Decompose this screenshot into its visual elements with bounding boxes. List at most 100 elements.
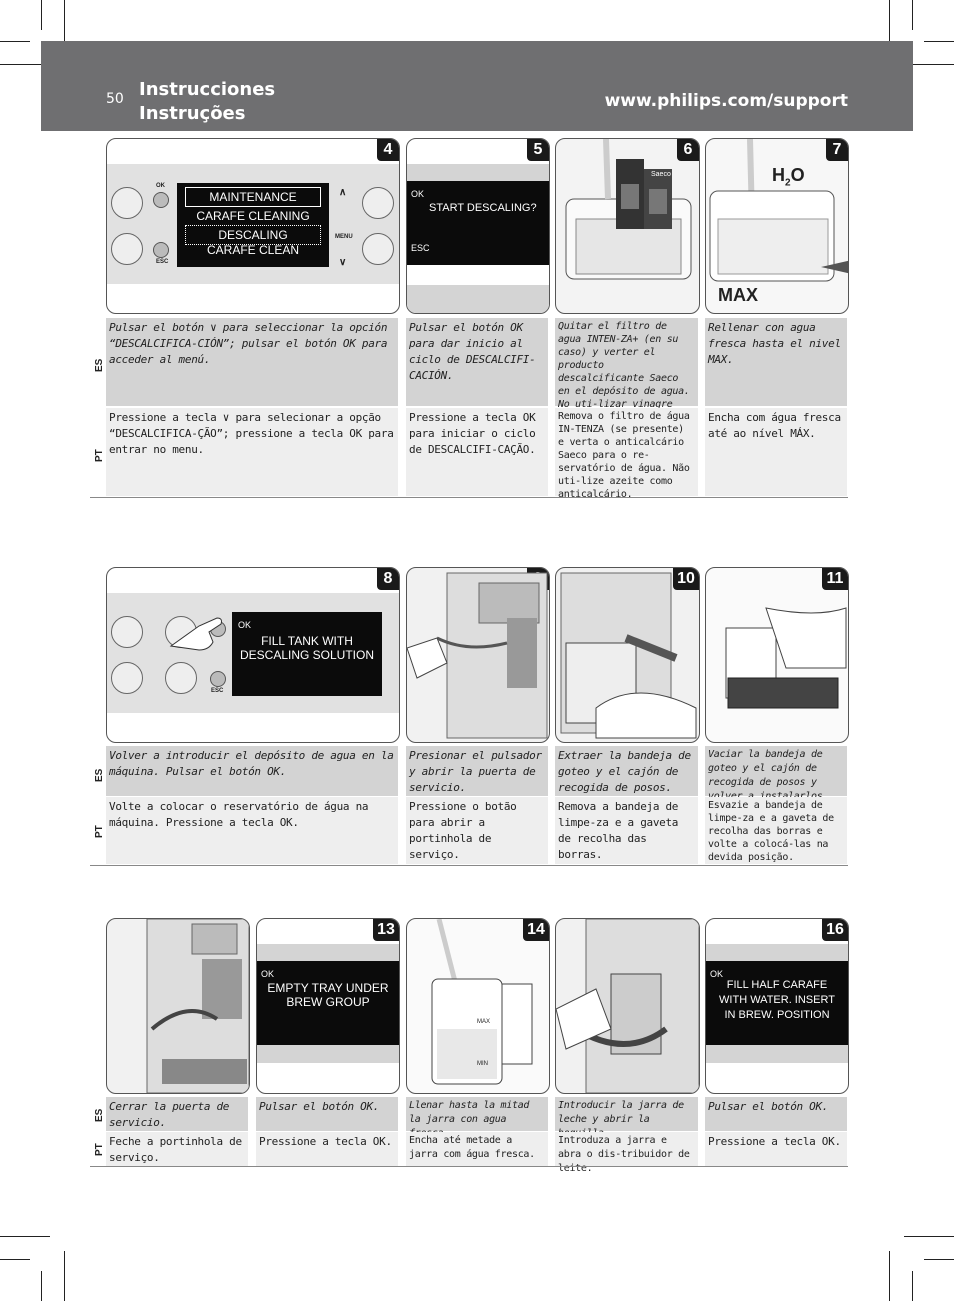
band [706,1045,848,1063]
lang-pt-label: PT [94,449,105,462]
esc-indicator: ESC [411,243,430,253]
panel-6: 6 Saeco [555,138,700,314]
water-tank-illustration [565,139,692,280]
lang-es-label: ES [94,768,105,782]
support-url[interactable]: www.philips.com/support [604,91,848,111]
panel-10: 10 [555,567,700,743]
title-pt: Instruções [139,103,246,124]
display-screen: MAINTENANCE CARAFE CLEANING DESCALING CA… [177,183,329,267]
screen-line-1: FILL TANK WITH [261,634,353,648]
crop-mark [904,1236,954,1237]
screen-message: START DESCALING? [429,202,537,214]
tank-fill-illustration [709,139,848,282]
crop-mark [889,1251,890,1301]
espresso-button[interactable] [111,616,143,648]
up-arrow-icon[interactable]: ∧ [339,187,347,198]
panel-9: 9 [406,567,550,743]
esc-button[interactable] [210,671,226,687]
coffee-button[interactable] [111,233,143,265]
ok-indicator: OK [710,969,724,979]
panel-14: 14 MAX MIN [406,918,550,1094]
caption-es-4: Pulsar el botón ∨ para seleccionar la op… [106,318,398,406]
lang-es-label: ES [94,358,105,372]
band [407,285,549,313]
display-screen: OK EMPTY TRAY UNDER BREW GROUP [257,961,399,1045]
step-number: 4 [377,139,399,161]
menu-maintenance: MAINTENANCE [185,187,321,207]
aroma-button[interactable] [165,662,197,694]
panel-7: 7 H2O MAX [705,138,849,314]
display-screen: OK FILL HALF CARAFE WITH WATER. INSERT I… [706,961,848,1045]
band [407,164,549,181]
screen-line-2: BREW GROUP [286,995,370,1009]
band [706,944,848,961]
coffee-button[interactable] [111,662,143,694]
crop-mark [0,41,30,42]
caption-es-10: Extraer la bandeja de goteo y el cajón d… [555,746,698,796]
caption-pt-9: Pressione o botão para abrir a portinhol… [406,797,548,864]
caption-es-6: Quitar el filtro de agua INTEN-ZA+ (en s… [555,318,698,423]
divider [90,1166,848,1167]
caption-pt-14: Encha até metade a jarra com água fresca… [406,1132,548,1166]
caption-es-9: Presionar el pulsador y abrir la puerta … [406,746,548,796]
h2o-label: H2O [772,165,805,189]
crop-mark [0,64,50,65]
crop-mark [0,1236,50,1237]
crop-mark [924,41,954,42]
screen-line-1: EMPTY TRAY UNDER [267,981,389,995]
screen-line-2: DESCALING SOLUTION [239,648,375,662]
ok-indicator: OK [261,969,275,979]
caption-pt-7: Encha com água fresca até ao nível MÁX. [705,408,847,496]
caption-es-8: Volver a introducir el depósito de agua … [106,746,398,796]
insert-carafe-illustration [556,919,699,1093]
crop-mark [0,1259,30,1260]
esc-button[interactable] [153,242,169,258]
menu-descaling: DESCALING [185,225,321,245]
crop-mark [912,0,913,30]
crop-mark [912,1271,913,1301]
menu-carafe-clean: CARAFE CLEAN [206,243,300,257]
caption-pt-8: Volte a colocar o reservatório de água n… [106,797,398,864]
step-number: 16 [822,919,848,941]
crop-mark [41,0,42,30]
step-number: 14 [523,919,549,941]
ok-button[interactable] [153,192,169,208]
down-arrow-icon[interactable]: ∨ [339,257,347,268]
saeco-logo: Saeco [651,171,671,178]
step-number: 6 [677,139,699,161]
caption-pt-13: Pressione a tecla OK. [256,1132,398,1166]
band [257,944,399,961]
drip-tray-illustration [560,572,697,739]
crop-mark [41,1271,42,1301]
step-number: 7 [826,139,848,161]
screen-line-1: FILL HALF CARAFE [726,979,828,991]
caption-pt-11: Esvazie a bandeja de limpe-za e a gaveta… [705,797,847,864]
esc-label: ESC [211,688,224,694]
ok-indicator: OK [411,189,425,199]
menu-carafe-cleaning: CARAFE CLEANING [196,209,310,223]
clean-button[interactable] [362,233,394,265]
panel-12: 12 [106,918,250,1094]
panel-11: 11 [705,567,849,743]
band [257,1045,399,1063]
crop-mark [889,0,890,50]
ok-label: OK [156,183,165,189]
title-es: Instrucciones [139,79,276,100]
esc-label: ESC [156,259,169,265]
caption-pt-4: Pressione a tecla ∨ para selecionar a op… [106,408,398,496]
espresso-button[interactable] [111,187,143,219]
caption-pt-10: Remova a bandeja de limpe-za e a gaveta … [555,797,698,864]
min-mark: MIN [477,1061,488,1067]
divider [90,865,848,866]
screen-line-2: WITH WATER. INSERT [719,994,835,1006]
crop-mark [64,0,65,50]
divider [90,497,848,498]
carafe-illustration [431,919,533,1085]
crop-mark [904,64,954,65]
step-number: 8 [377,568,399,590]
step-number: 13 [373,919,399,941]
lang-pt-label: PT [94,1143,105,1156]
cappuccino-button[interactable] [362,187,394,219]
caption-es-16: Pulsar el botón OK. [705,1097,847,1131]
step-number: 10 [673,568,699,590]
